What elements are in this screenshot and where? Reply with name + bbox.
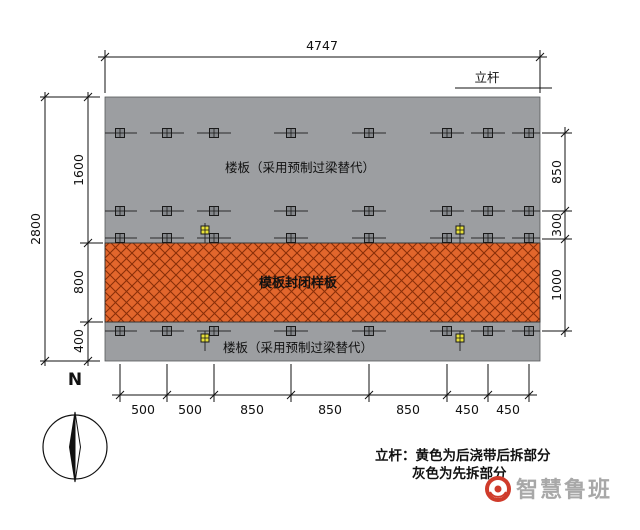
bottom-dimension-lines	[112, 364, 537, 402]
dim-bottom-seg-5: 850	[396, 402, 420, 417]
watermark-label: 智慧鲁班	[516, 477, 612, 503]
north-compass-icon	[42, 411, 108, 483]
dim-right-seg-3: 1000	[549, 269, 564, 301]
formwork-band-label: 模板封闭样板	[259, 275, 338, 291]
dim-right-seg-2: 300	[549, 213, 564, 237]
dim-bottom-seg-2: 500	[178, 402, 202, 417]
legend-line-2: 灰色为先拆部分	[412, 465, 507, 482]
dim-left-seg-1: 1600	[71, 154, 86, 186]
top-dimension	[98, 50, 547, 93]
dim-bottom-seg-6: 450	[455, 402, 479, 417]
watermark: 智慧鲁班	[485, 476, 612, 503]
dim-left-seg-3: 400	[71, 329, 86, 353]
dim-left-total: 2800	[28, 213, 43, 245]
formwork-band-hatch	[104, 242, 541, 323]
legend-line-1: 立杆：黄色为后浇带后拆部分	[375, 447, 551, 464]
legend: 立杆：黄色为后浇带后拆部分 灰色为先拆部分	[375, 447, 551, 482]
north-label: N	[68, 370, 82, 390]
slab-lower-label: 楼板（采用预制过梁替代）	[223, 340, 373, 355]
slab-lower	[104, 321, 541, 362]
dim-left-seg-2: 800	[71, 270, 86, 294]
dim-right-seg-1: 850	[549, 160, 564, 184]
pole-callout-label: 立杆	[474, 70, 500, 85]
dim-bottom-seg-4: 850	[318, 402, 342, 417]
slab-upper	[104, 96, 541, 244]
slab-upper-label: 楼板（采用预制过梁替代）	[225, 160, 375, 175]
dim-top-total: 4747	[306, 38, 338, 53]
left-dimension-lines	[40, 92, 103, 366]
dim-bottom-seg-1: 500	[131, 402, 155, 417]
slab-regions	[104, 96, 541, 362]
dim-bottom-seg-3: 850	[240, 402, 264, 417]
dim-bottom-seg-7: 450	[496, 402, 520, 417]
right-dimension-lines	[542, 127, 572, 337]
luban-logo-icon	[485, 476, 511, 502]
